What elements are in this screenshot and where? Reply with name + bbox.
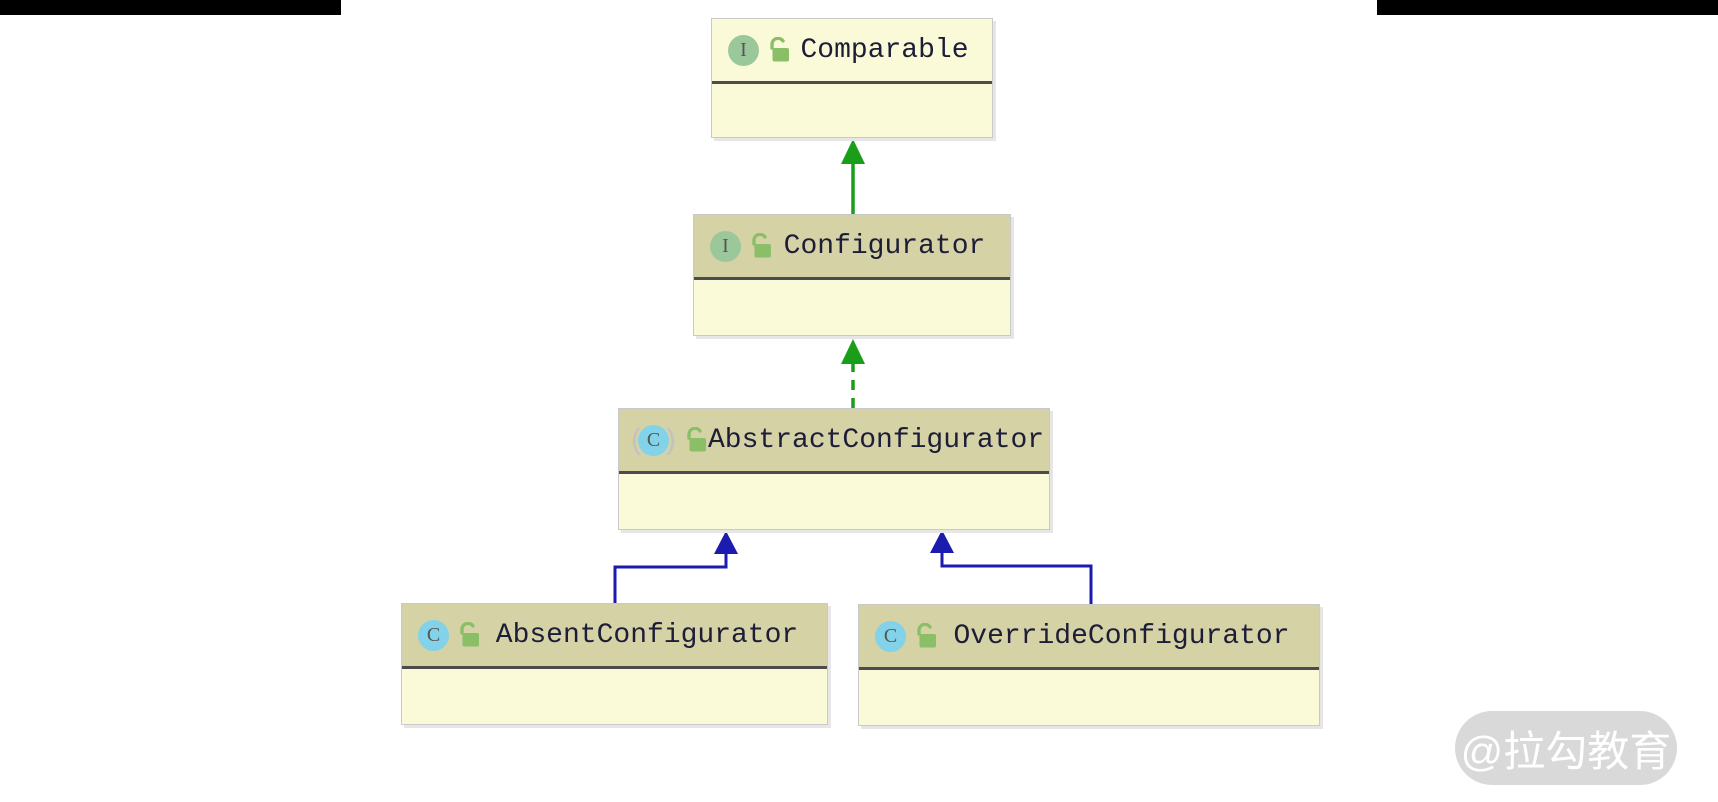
node-title: Configurator [783,230,986,262]
node-title: AbsentConfigurator [495,619,799,651]
node-header: C AbstractConfigurator [619,409,1049,474]
letterbox-bar-top-right [1377,0,1718,15]
class-icon: C [418,619,449,651]
icon-group: C [875,620,938,652]
icon-group: C [418,619,481,651]
extends-arrow-overrideconfigurator-abstractconfigurator[interactable] [930,530,1093,604]
icon-group: I [710,230,773,262]
extends-arrow-configurator-comparable[interactable] [841,139,865,214]
class-icon: C [875,620,906,652]
node-header: I Comparable [712,19,992,84]
node-title: Comparable [800,34,969,66]
node-header: C AbsentConfigurator [402,604,827,669]
unlocked-padlock-icon [750,233,773,259]
extends-arrow-absentconfigurator-abstractconfigurator[interactable] [613,531,738,603]
letterbox-bar-top-left [0,0,341,15]
node-header: C OverrideConfigurator [859,605,1319,670]
class-node-overrideconfigurator[interactable]: C OverrideConfigurator [858,604,1320,726]
implements-arrow-abstractconfigurator-configurator[interactable] [841,339,865,408]
unlocked-padlock-icon [915,623,938,649]
unlocked-padlock-icon [768,37,791,63]
unlocked-padlock-icon [458,622,481,648]
class-node-abstractconfigurator[interactable]: C AbstractConfigurator [618,408,1050,530]
node-header: I Configurator [694,215,1010,280]
interface-icon: I [728,34,759,66]
icon-group: I [728,34,791,66]
class-node-comparable[interactable]: I Comparable [711,18,993,138]
abstract-class-icon: C [631,423,676,457]
class-node-configurator[interactable]: I Configurator [693,214,1011,336]
icon-group: C [631,423,708,457]
node-title: OverrideConfigurator [953,620,1290,652]
node-title: AbstractConfigurator [708,424,1045,456]
class-node-absentconfigurator[interactable]: C AbsentConfigurator [401,603,828,725]
unlocked-padlock-icon [685,427,708,453]
interface-icon: I [710,230,741,262]
watermark-badge: @拉勾教育 [1455,711,1677,785]
